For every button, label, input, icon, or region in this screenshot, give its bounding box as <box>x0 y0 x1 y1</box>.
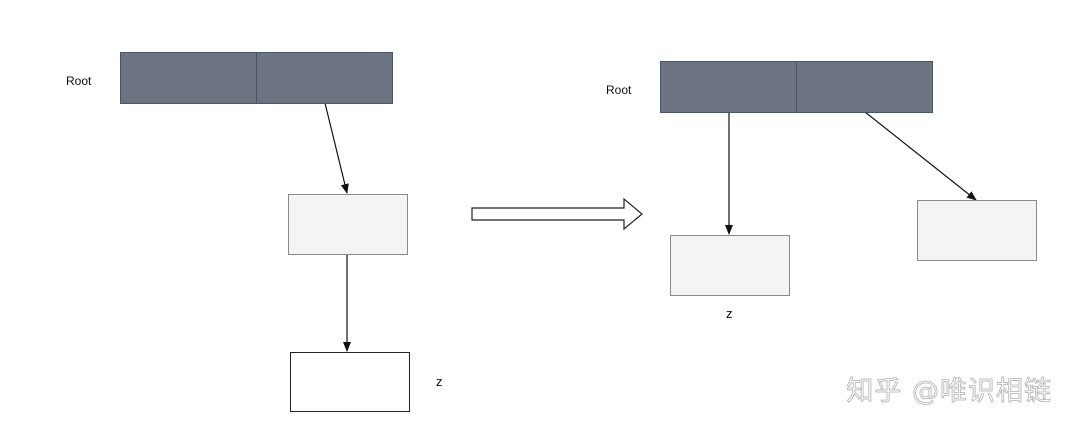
left-intermediate-node <box>288 194 408 255</box>
right-z-node <box>670 235 790 296</box>
left-root-cell-1 <box>121 53 256 103</box>
left-root-node <box>120 52 393 104</box>
right-edge-root-to-node <box>864 111 977 201</box>
left-root-label: Root <box>66 74 92 88</box>
left-edge-root-to-node <box>324 102 349 194</box>
right-root-cell-1 <box>661 62 796 112</box>
right-root-cell-2 <box>796 62 932 112</box>
right-new-node <box>917 200 1037 261</box>
left-root-cell-2 <box>256 53 392 103</box>
transition-arrow-icon <box>471 197 643 231</box>
left-z-node <box>290 352 410 412</box>
watermark-text: 知乎 @唯识相链 <box>846 376 1052 408</box>
right-root-node <box>660 61 933 113</box>
right-z-label: z <box>726 306 733 321</box>
left-z-label: z <box>436 374 443 389</box>
right-root-label: Root <box>606 83 632 97</box>
